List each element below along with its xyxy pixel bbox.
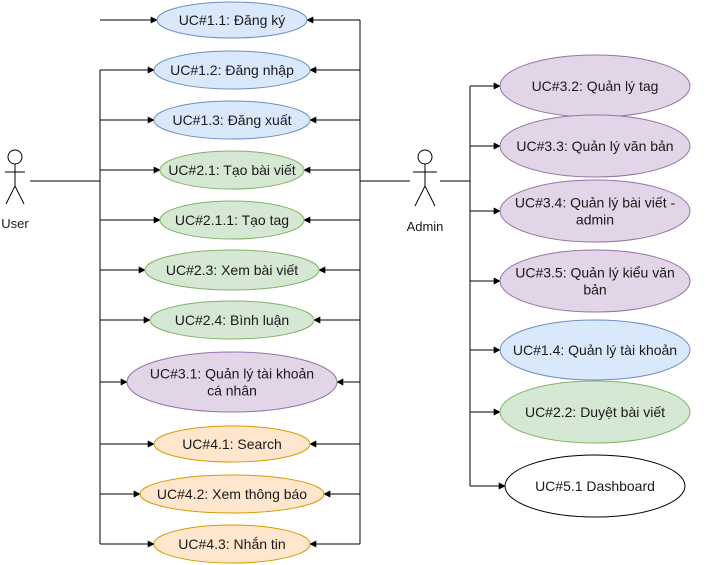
use-case-uc-3-4[interactable]: UC#3.4: Quản lý bài viết -admin xyxy=(499,179,691,243)
connector-lines xyxy=(30,16,506,548)
use-case-ellipse xyxy=(504,454,686,518)
use-case-ellipse xyxy=(159,200,305,240)
use-case-ellipse xyxy=(153,425,311,463)
use-case-uc-1-4[interactable]: UC#1.4: Quản lý tài khoản xyxy=(499,319,691,381)
use-case-label: UC#3.5: Quản lý kiểu văn xyxy=(515,265,675,281)
use-case-label: admin xyxy=(576,212,614,228)
use-case-uc-1-2[interactable]: UC#1.2: Đăng nhập xyxy=(153,50,311,90)
use-case-label: cá nhân xyxy=(207,383,257,399)
use-case-ellipse xyxy=(499,380,691,444)
use-case-label: UC#2.2: Duyệt bài viết xyxy=(525,404,665,420)
use-case-label: UC#4.3: Nhắn tin xyxy=(178,536,285,552)
use-case-group: UC#1.1: Đăng ký UC#1.2: Đăng nhậpUC#1.3: … xyxy=(126,1,691,564)
use-case-label: UC#1.1: Đăng ký xyxy=(179,12,286,28)
actor-user-label: User xyxy=(1,216,29,231)
actor-admin-label: Admin xyxy=(407,219,444,234)
use-case-ellipse xyxy=(153,524,311,564)
use-case-ellipse xyxy=(139,474,325,514)
use-case-label: UC#2.4: Bình luận xyxy=(175,312,289,328)
use-case-uc-2-3[interactable]: UC#2.3: Xem bài viết xyxy=(144,249,320,291)
use-case-ellipse xyxy=(499,114,691,178)
use-case-label: UC#3.1: Quản lý tài khoản xyxy=(150,366,314,382)
use-case-uc-4-1[interactable]: UC#4.1: Search xyxy=(153,425,311,463)
stick-figure-icon xyxy=(5,149,25,205)
use-case-label: UC#3.4: Quản lý bài viết - xyxy=(515,195,676,211)
use-case-ellipse xyxy=(156,1,308,39)
use-case-ellipse xyxy=(153,50,311,90)
use-case-uc-4-3[interactable]: UC#4.3: Nhắn tin xyxy=(153,524,311,564)
use-case-label: UC#4.2: Xem thông báo xyxy=(157,486,307,502)
use-case-uc-2-1[interactable]: UC#2.1: Tạo bài viết xyxy=(159,150,305,190)
use-case-ellipse xyxy=(126,351,338,413)
use-case-uc-2-1-1[interactable]: UC#2.1.1: Tạo tag xyxy=(159,200,305,240)
use-case-uc-3-3[interactable]: UC#3.3: Quản lý văn bản xyxy=(499,114,691,178)
use-case-ellipse xyxy=(499,319,691,381)
use-case-uc-3-2[interactable]: UC#3.2: Quản lý tag xyxy=(499,54,691,118)
use-case-ellipse xyxy=(153,100,311,140)
use-case-ellipse xyxy=(499,249,691,313)
use-case-label: UC#1.2: Đăng nhập xyxy=(170,62,294,78)
use-case-label: UC#4.1: Search xyxy=(182,436,282,452)
use-case-uc-1-1[interactable]: UC#1.1: Đăng ký xyxy=(156,1,308,39)
use-case-uc-1-3[interactable]: UC#1.3: Đăng xuất xyxy=(153,100,311,140)
use-case-ellipse xyxy=(499,179,691,243)
use-case-label: UC#1.3: Đăng xuất xyxy=(172,112,291,128)
use-case-label: UC#2.1.1: Tạo tag xyxy=(175,212,289,228)
use-case-label: UC#2.1: Tạo bài viết xyxy=(168,162,295,178)
use-case-uc-4-2[interactable]: UC#4.2: Xem thông báo xyxy=(139,474,325,514)
actor-admin[interactable]: Admin xyxy=(407,149,444,234)
use-case-label: UC#3.3: Quản lý văn bản xyxy=(516,138,673,154)
actor-user[interactable]: User xyxy=(1,149,29,231)
use-case-label: UC#1.4: Quản lý tài khoản xyxy=(513,342,677,358)
stick-figure-icon xyxy=(413,149,437,207)
use-case-ellipse xyxy=(144,249,320,291)
use-case-label: UC#5.1 Dashboard xyxy=(535,478,655,494)
use-case-uc-5-1[interactable]: UC#5.1 Dashboard xyxy=(504,454,686,518)
use-case-label: UC#3.2: Quản lý tag xyxy=(532,78,659,94)
use-case-ellipse xyxy=(149,300,315,340)
use-case-label: bản xyxy=(583,282,606,298)
use-case-uc-2-4[interactable]: UC#2.4: Bình luận xyxy=(149,300,315,340)
use-case-uc-2-2[interactable]: UC#2.2: Duyệt bài viết xyxy=(499,380,691,444)
use-case-label: UC#2.3: Xem bài viết xyxy=(166,262,298,278)
use-case-ellipse xyxy=(159,150,305,190)
